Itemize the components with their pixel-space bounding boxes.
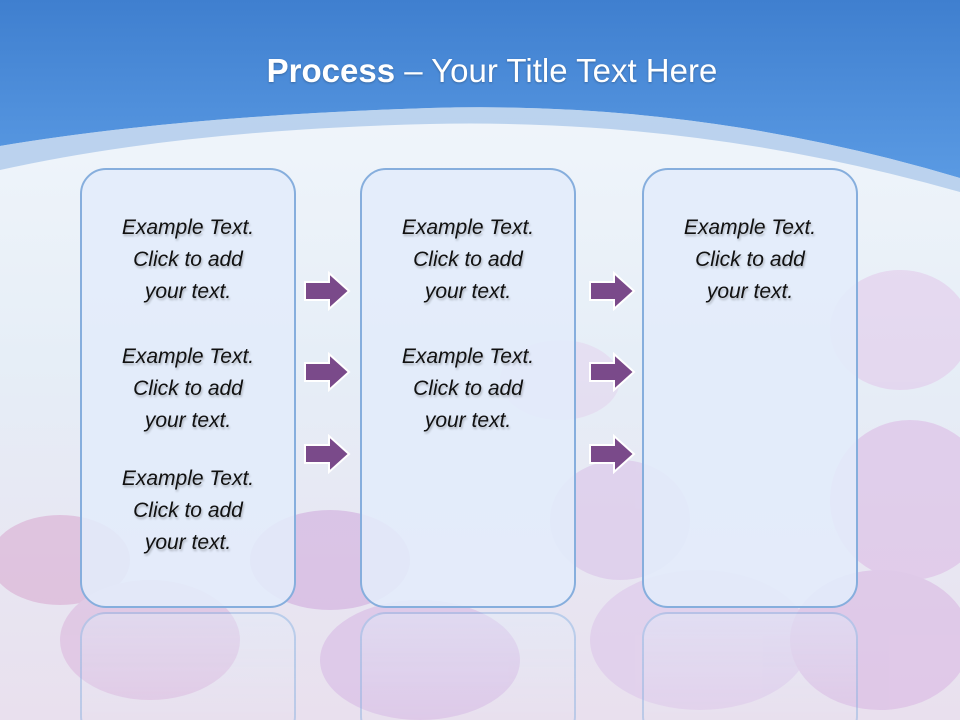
process-box-1[interactable]: Example Text. Click to add your text. Ex… xyxy=(80,168,296,608)
text-line: Click to add xyxy=(695,248,805,271)
right-arrow-icon[interactable] xyxy=(303,434,351,474)
box-reflection-2 xyxy=(360,612,576,720)
text-line: Example Text. xyxy=(401,216,535,239)
right-arrow-icon[interactable] xyxy=(588,271,636,311)
header-band xyxy=(0,0,960,178)
title-rest: – Your Title Text Here xyxy=(404,52,718,89)
slide-title[interactable]: Process – Your Title Text Here xyxy=(0,52,960,90)
right-arrow-icon[interactable] xyxy=(303,352,351,392)
text-line: Example Text. xyxy=(121,345,255,368)
text-line: Click to add xyxy=(133,377,243,400)
text-line: your text. xyxy=(144,531,232,554)
box-reflection-1 xyxy=(80,612,296,720)
text-line: Example Text. xyxy=(401,345,535,368)
right-arrow-icon[interactable] xyxy=(303,271,351,311)
process-box-3[interactable]: Example Text. Click to add your text. xyxy=(642,168,858,608)
text-line: your text. xyxy=(144,409,232,432)
box-reflection-3 xyxy=(642,612,858,720)
text-block[interactable]: Example Text. Click to add your text. xyxy=(644,212,856,308)
text-line: Click to add xyxy=(133,248,243,271)
text-line: Example Text. xyxy=(683,216,817,239)
text-block[interactable]: Example Text. Click to add your text. xyxy=(82,212,294,308)
text-line: your text. xyxy=(424,280,512,303)
text-block[interactable]: Example Text. Click to add your text. xyxy=(82,463,294,559)
text-line: Example Text. xyxy=(121,216,255,239)
text-block[interactable]: Example Text. Click to add your text. xyxy=(362,212,574,308)
right-arrow-icon[interactable] xyxy=(588,352,636,392)
text-line: your text. xyxy=(706,280,794,303)
title-bold: Process xyxy=(266,52,396,89)
text-line: Click to add xyxy=(413,377,523,400)
text-block[interactable]: Example Text. Click to add your text. xyxy=(82,341,294,437)
text-line: Click to add xyxy=(413,248,523,271)
text-line: Example Text. xyxy=(121,467,255,490)
right-arrow-icon[interactable] xyxy=(588,434,636,474)
process-box-2[interactable]: Example Text. Click to add your text. Ex… xyxy=(360,168,576,608)
text-block[interactable]: Example Text. Click to add your text. xyxy=(362,341,574,437)
text-line: your text. xyxy=(144,280,232,303)
text-line: Click to add xyxy=(133,499,243,522)
text-line: your text. xyxy=(424,409,512,432)
